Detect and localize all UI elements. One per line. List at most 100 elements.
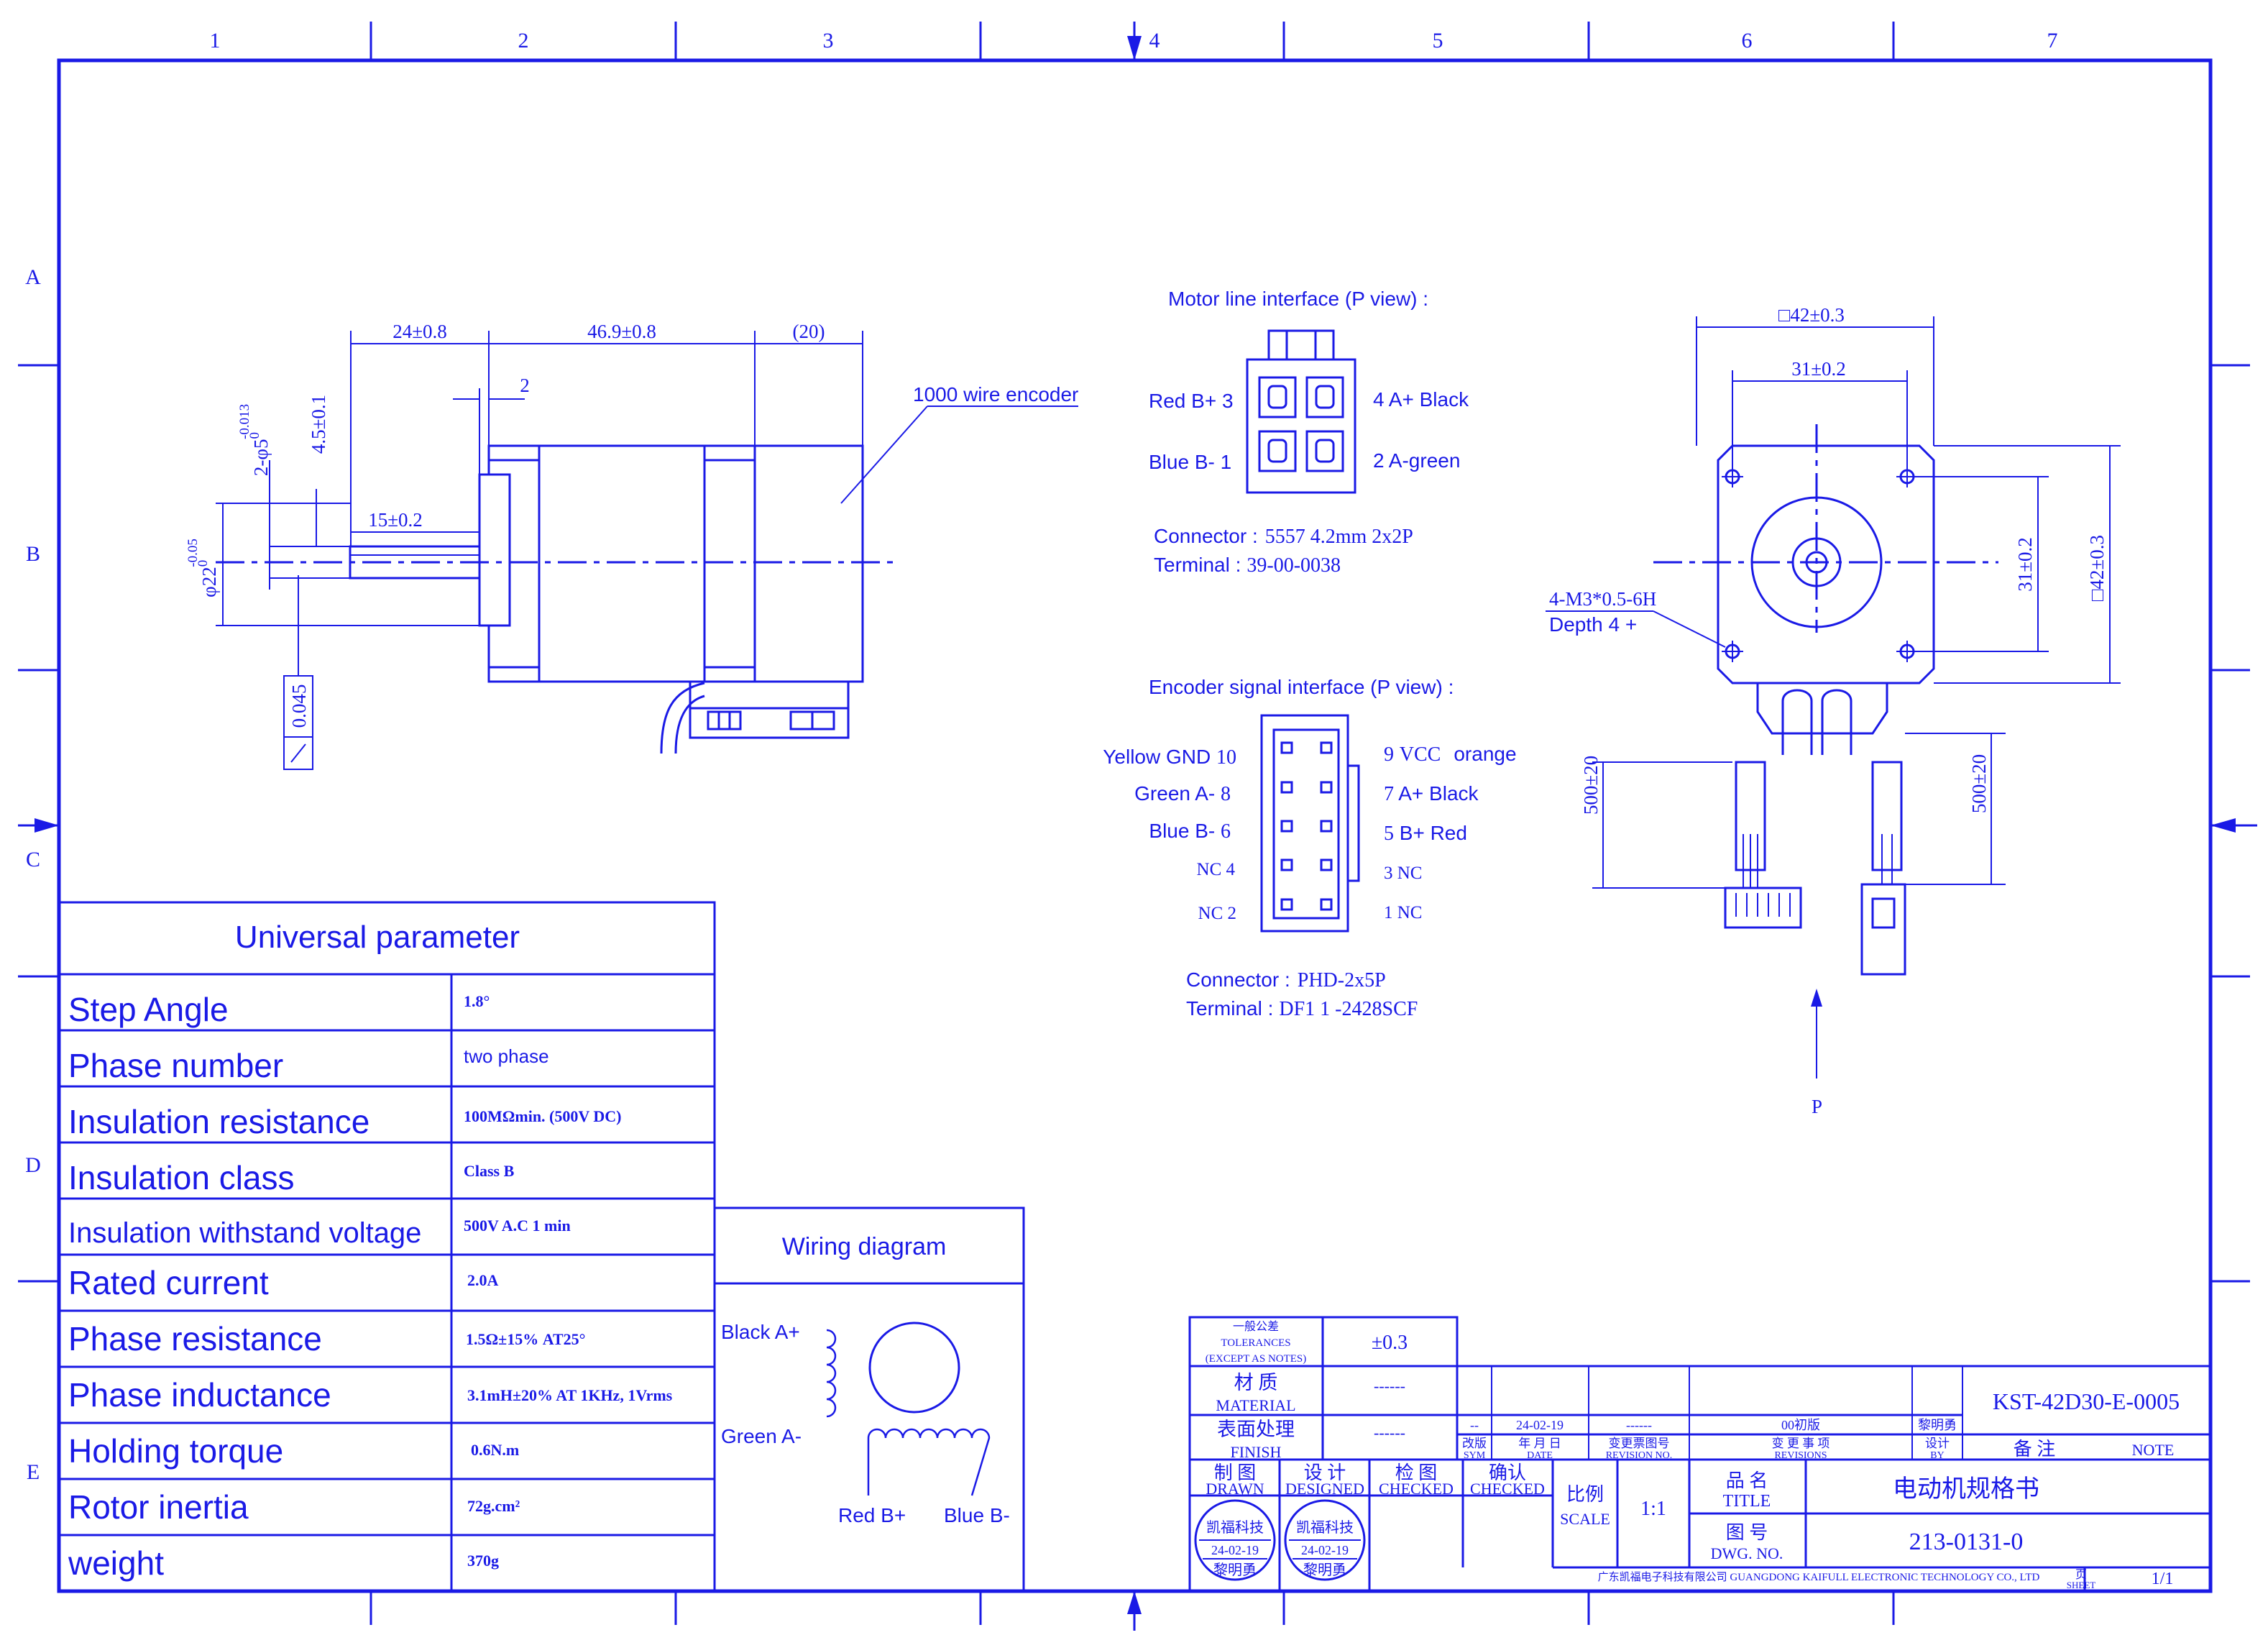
tb-finish-value: ------ — [1374, 1424, 1405, 1442]
front-dim-31: 31±0.2 — [1791, 358, 1846, 380]
front-dim-sq42: □42±0.3 — [1778, 304, 1845, 326]
tb-dwg-cn: 图 号 — [1726, 1522, 1768, 1543]
tb-h-rev-cn: 变 更 事 项 — [1772, 1437, 1830, 1450]
stamp-designed-date: 24-02-19 — [1301, 1543, 1349, 1557]
tb-h-by-en: BY — [1930, 1450, 1944, 1461]
row-label-c: C — [26, 848, 40, 871]
param-label-rated-current: Rated current — [68, 1264, 269, 1301]
tb-h-date-cn: 年 月 日 — [1518, 1437, 1561, 1450]
tb-company: 广东凯福电子科技有限公司 GUANGDONG KAIFULL ELECTRONI… — [1598, 1571, 2040, 1583]
row-label-e: E — [27, 1460, 40, 1484]
row-label-a: A — [25, 265, 41, 289]
tb-dwg-en: DWG. NO. — [1711, 1544, 1783, 1562]
wiring-red-b-plus: Red B+ — [838, 1504, 906, 1526]
encoder-pin-7: 7 A+ Black — [1384, 782, 1479, 805]
col-label-7: 7 — [2047, 29, 2058, 52]
tb-tol-en2: (EXCEPT AS NOTES) — [1206, 1353, 1307, 1365]
tb-title-value: 电动机规格书 — [1893, 1475, 2039, 1503]
encoder-pin-5: 5 B+ Red — [1384, 822, 1467, 845]
lead-length-right: 500±20 — [1968, 754, 1990, 813]
encoder-pin-6: Blue B- 6 — [1149, 820, 1231, 843]
view-p-label: P — [1812, 1096, 1822, 1117]
param-label-rotor-inertia: Rotor inertia — [68, 1488, 249, 1526]
encoder-pin-10: Yellow GND 10 — [1103, 746, 1236, 769]
stamp-designed-company: 凯福科技 — [1296, 1519, 1354, 1536]
col-label-2: 2 — [518, 29, 529, 52]
param-label-phase-number: Phase number — [68, 1047, 283, 1084]
tb-sheet-value: 1/1 — [2152, 1570, 2174, 1588]
tb-material-value: ------ — [1374, 1377, 1405, 1395]
tb-material-cn: 材 质 — [1234, 1372, 1278, 1393]
param-label-phase-resistance: Phase resistance — [68, 1320, 322, 1357]
param-value-insulation-class: Class B — [464, 1162, 515, 1180]
front-dim-sq42-v: □42±0.3 — [2086, 535, 2108, 601]
dim-2: 2 — [520, 375, 530, 396]
param-value-step-angle: 1.8° — [464, 992, 490, 1010]
col-label-1: 1 — [210, 29, 221, 52]
tb-tol-en1: TOLERANCES — [1221, 1337, 1290, 1349]
tb-finish-en: FINISH — [1231, 1443, 1282, 1461]
motor-interface-title: Motor line interface (P view) : — [1168, 288, 1428, 310]
encoder-note: 1000 wire encoder — [913, 383, 1078, 406]
dim-phi22: φ220-0.05 — [185, 539, 220, 597]
encoder-pin-8: Green A- 8 — [1134, 782, 1231, 805]
encoder-interface-title: Encoder signal interface (P view) : — [1149, 676, 1454, 698]
drawing-frame — [18, 22, 2257, 1631]
tb-title-en: TITLE — [1723, 1492, 1771, 1511]
tb-scale-value: 1:1 — [1640, 1498, 1666, 1520]
param-value-rated-current: 2.0A — [467, 1271, 499, 1289]
tb-scale-cn: 比例 — [1566, 1484, 1604, 1505]
tb-h-no-cn: 变更票图号 — [1609, 1437, 1670, 1450]
tb-designed-cn: 设 计 — [1304, 1462, 1346, 1483]
param-label-holding-torque: Holding torque — [68, 1432, 283, 1470]
dim-20: (20) — [793, 321, 825, 342]
motor-pin-red: Red B+ 3 — [1149, 390, 1234, 412]
param-value-insulation-resistance: 100MΩmin. (500V DC) — [464, 1107, 621, 1125]
col-label-6: 6 — [1742, 29, 1753, 52]
tb-designed-en: DESIGNED — [1285, 1480, 1364, 1498]
motor-connector: Connector :5557 4.2mm 2x2P — [1154, 525, 1413, 548]
motor-pin-green: 2 A-green — [1373, 449, 1460, 472]
param-value-phase-resistance: 1.5Ω±15% AT25° — [466, 1330, 585, 1348]
tb-sheet-en: SHEET — [2067, 1580, 2096, 1590]
front-dim-31-v: 31±0.2 — [2014, 537, 2036, 592]
encoder-pin-2: NC 2 — [1198, 904, 1236, 923]
tb-sheet-cn: 页 — [2075, 1569, 2087, 1581]
wiring-blue-b-minus: Blue B- — [944, 1504, 1010, 1526]
param-value-weight: 370g — [467, 1552, 499, 1570]
motor-front-view — [1546, 316, 2121, 1078]
param-label-phase-inductance: Phase inductance — [68, 1376, 331, 1414]
tb-rev-no: ------ — [1626, 1418, 1652, 1432]
encoder-connector: Connector :PHD-2x5P — [1186, 968, 1386, 991]
tb-tol-cn: 一般公差 — [1233, 1320, 1279, 1333]
tb-scale-en: SCALE — [1560, 1510, 1610, 1528]
dim-24: 24±0.8 — [392, 321, 447, 342]
dim-phi5: 2-φ50-0.013 — [237, 404, 272, 476]
tb-rev-by: 黎明勇 — [1918, 1418, 1957, 1432]
param-label-insulation-class: Insulation class — [68, 1159, 295, 1196]
tb-confirm-cn: 确认 — [1489, 1462, 1526, 1483]
encoder-pin-3: 3 NC — [1384, 864, 1422, 883]
row-label-b: B — [26, 542, 40, 566]
param-label-withstand-voltage: Insulation withstand voltage — [68, 1217, 421, 1249]
dim-469: 46.9±0.8 — [587, 321, 656, 342]
stamp-drawn-person: 黎明勇 — [1213, 1562, 1257, 1578]
tb-rev-text: 00初版 — [1781, 1418, 1820, 1432]
tb-h-rev-en: REVISIONS — [1774, 1450, 1827, 1461]
stamp-designed-person: 黎明勇 — [1303, 1562, 1346, 1578]
encoder-terminal: Terminal :DF1 1 -2428SCF — [1186, 997, 1418, 1020]
param-value-rotor-inertia: 72g.cm² — [467, 1497, 520, 1515]
param-value-phase-inductance: 3.1mH±20% AT 1KHz, 1Vrms — [467, 1386, 673, 1404]
wiring-diagram — [713, 1206, 1025, 1593]
tb-drawn-en: DRAWN — [1206, 1480, 1264, 1498]
tb-rev-date: 24-02-19 — [1516, 1418, 1564, 1432]
runout-value: 0.045 — [288, 684, 310, 728]
front-depth: Depth 4 + — [1549, 613, 1637, 636]
tb-checked-cn: 检 图 — [1395, 1462, 1438, 1483]
tb-rev-sym: -- — [1470, 1418, 1479, 1432]
param-value-withstand-voltage: 500V A.C 1 min — [464, 1217, 571, 1235]
param-label-weight: weight — [68, 1544, 164, 1582]
param-value-phase-number: two phase — [464, 1045, 549, 1067]
